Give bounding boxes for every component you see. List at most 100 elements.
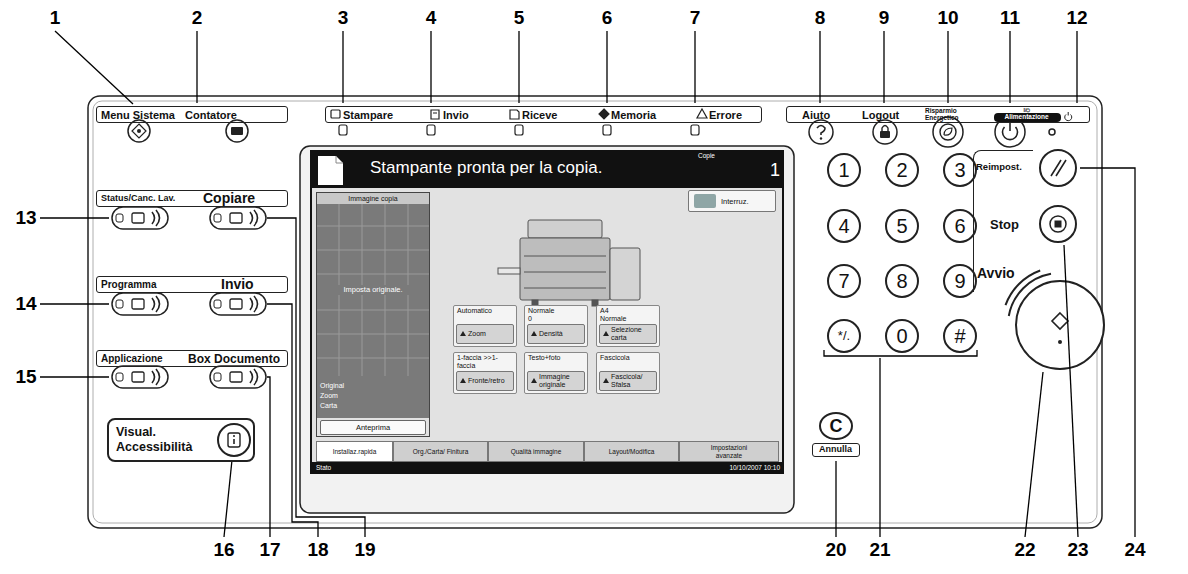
button-face	[694, 194, 716, 208]
leader-lines-part	[196, 31, 197, 103]
node-text: Riceve	[522, 108, 582, 122]
leader-lines-part	[1064, 245, 1078, 537]
button-face	[603, 331, 609, 336]
system-buttons	[128, 120, 248, 142]
setting-tile: FascicolaFascicola/ Sfalsa	[596, 352, 660, 394]
node-text: Immagine copia	[319, 194, 427, 203]
node-text: Org./Carta/ Finitura	[410, 442, 472, 461]
callout-number: 4	[411, 6, 451, 30]
callout-number: 20	[816, 538, 856, 562]
touch-screen-part-part	[317, 358, 429, 359]
node-text: Stato	[316, 464, 356, 472]
node-text: 6	[945, 211, 975, 241]
node-text: Alimentazione	[994, 113, 1060, 121]
control-buttons-part	[1016, 281, 1104, 369]
interrupt-button: Interruz.	[688, 190, 776, 212]
mode-button	[210, 293, 266, 315]
copier-illustration-part	[528, 220, 602, 238]
touch-screen-part	[300, 146, 794, 513]
callout-number: 3	[323, 6, 363, 30]
setting-tile: AutomaticoZoom	[453, 305, 517, 347]
number-key: 4	[827, 209, 861, 243]
leader-lines-part	[947, 31, 948, 103]
touch-screen-part-part	[317, 310, 429, 311]
accessibility-button-part	[233, 439, 235, 444]
touch-screen-part	[317, 193, 429, 204]
screen-tab: Layout/Modifica	[584, 441, 679, 462]
number-key: 7	[827, 264, 861, 298]
callout-number: 13	[6, 206, 46, 230]
node-text: Fascicola/ Sfalsa	[611, 372, 657, 390]
node-text: Avvio	[977, 265, 1021, 282]
node-text: 5	[887, 211, 917, 241]
indicator-icons-part	[431, 110, 439, 119]
node-text: Box Documento	[188, 352, 285, 366]
number-key: 1	[827, 153, 861, 187]
copier-illustration-part	[498, 268, 520, 274]
callout-number: 7	[675, 6, 715, 30]
callout-number: 19	[345, 538, 385, 562]
node-text: Imposta originale.	[321, 285, 425, 295]
node-text: Reimpost.	[976, 161, 1032, 173]
callout-number: 9	[864, 6, 904, 30]
touch-screen-part-part	[317, 274, 429, 275]
callout-number: 1	[35, 6, 75, 30]
indicator-icons-part	[331, 110, 340, 118]
accessibility-button-part	[233, 435, 235, 437]
indicator-leds-part	[691, 125, 699, 135]
screen-tab: Qualità immagine	[488, 441, 584, 462]
copier-illustration-part	[524, 256, 606, 257]
touch-screen-part-part	[317, 334, 429, 335]
indicator-leds-part	[603, 125, 611, 135]
node-text: Automatico	[457, 307, 513, 315]
clear-label-box: Annulla	[812, 443, 860, 457]
leader-lines-part	[1080, 168, 1135, 537]
touch-screen-box: Stampante pronta per la copia.Copie1Stat…	[300, 146, 794, 513]
callout-number: 6	[587, 6, 627, 30]
control-buttons-part	[1052, 313, 1068, 329]
node-text: Immagine originale	[539, 372, 585, 390]
callout-number: 16	[204, 538, 244, 562]
copier-illustration	[498, 220, 640, 306]
leader-lines-part	[879, 358, 880, 537]
callout-number: 24	[1115, 538, 1155, 562]
power-label-pill: Alimentazione	[994, 113, 1061, 122]
system-buttons-part	[137, 129, 141, 133]
function-buttons-part	[820, 137, 822, 139]
accessibility-button-part	[218, 424, 250, 456]
node-text: Layout/Modifica	[601, 442, 663, 461]
function-buttons-part	[940, 124, 956, 140]
node-text: */.	[829, 321, 859, 351]
node-text: Programma	[101, 279, 191, 291]
node-text: Contatore	[185, 108, 255, 122]
node-text: Densità	[539, 325, 585, 343]
leader-lines-part	[40, 217, 109, 218]
node-text: Annulla	[813, 444, 858, 455]
setting-tile: A4 NormaleSelezione carta	[596, 305, 660, 347]
leader-lines-part	[342, 31, 343, 103]
indicator-icons-part	[510, 110, 519, 119]
node-text: 9	[945, 266, 975, 296]
node-text: Stampare	[343, 108, 405, 122]
mode-button	[112, 293, 168, 315]
callout-number: 10	[928, 6, 968, 30]
control-buttons-part	[1055, 221, 1062, 228]
callout-number: 17	[250, 538, 290, 562]
function-buttons-part	[995, 117, 1025, 147]
control-buttons-part	[1040, 150, 1076, 186]
node-text: Risparmio Energetico	[925, 107, 971, 121]
node-text: Copiare	[203, 190, 283, 206]
node-text: I/⏻	[1015, 107, 1039, 113]
leader-lines-part	[606, 31, 607, 103]
number-key: */.	[827, 319, 861, 353]
callout-number: 18	[298, 538, 338, 562]
accessibility-label-box: Visual. Accessibilità	[107, 418, 255, 462]
node-text: 0	[887, 321, 917, 351]
system-buttons-part	[132, 124, 146, 138]
indicator-icons-part	[599, 109, 609, 119]
number-key: #	[943, 319, 977, 353]
function-buttons-part	[880, 131, 890, 138]
leader-lines-part	[40, 303, 109, 304]
node-text: 8	[887, 266, 917, 296]
